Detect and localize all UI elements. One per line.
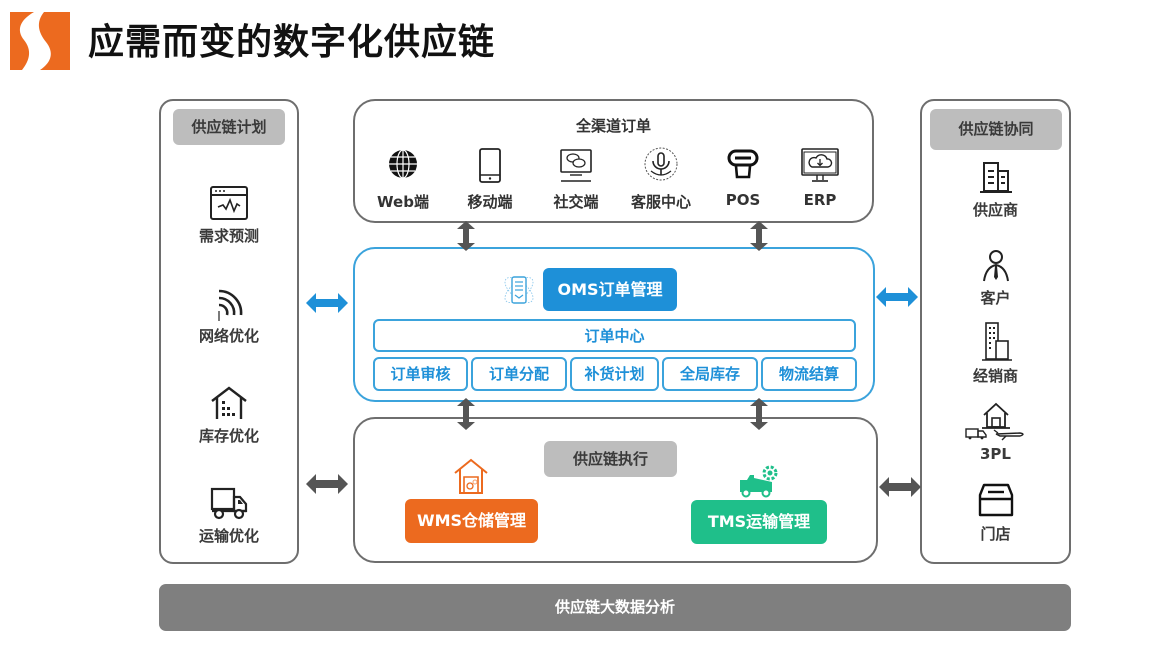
double-arrow-horizontal-blue-icon xyxy=(306,293,348,313)
logistics-house-vehicles-icon xyxy=(964,402,1024,441)
collab-item-label: 3PL xyxy=(980,445,1011,463)
collab-item-label: 供应商 xyxy=(972,201,1018,219)
plan-item-label: 需求预测 xyxy=(198,227,259,245)
double-arrow-vertical-icon xyxy=(750,398,768,430)
collab-item-distributor[interactable]: 经销商 xyxy=(922,321,1069,386)
oms-module-order-allocation[interactable]: 订单分配 xyxy=(471,357,567,391)
channel-label: 移动端 xyxy=(467,193,513,211)
oms-panel: OMS订单管理 订单中心 订单审核 订单分配 补货计划 全局库存 物流结算 xyxy=(353,247,875,402)
cloud-monitor-icon xyxy=(801,148,839,182)
collab-item-3pl[interactable]: 3PL xyxy=(922,401,1069,463)
warehouse-boxes-icon xyxy=(211,386,247,419)
collab-item-store[interactable]: 门店 xyxy=(922,481,1069,544)
order-document-orbit-icon xyxy=(504,276,534,304)
channels-title: 全渠道订单 xyxy=(575,117,651,135)
channel-social[interactable]: 社交端 xyxy=(533,147,619,212)
wms-warehouse-management-button[interactable]: WMS仓储管理 xyxy=(405,499,538,543)
collab-item-label: 经销商 xyxy=(972,367,1018,385)
store-box-icon xyxy=(978,483,1013,517)
order-center-box[interactable]: 订单中心 xyxy=(373,319,856,352)
supply-chain-planning-panel: 供应链计划 需求预测 网络优化 库存优化 xyxy=(159,99,299,564)
double-arrow-vertical-icon xyxy=(457,221,475,251)
double-arrow-horizontal-gray-icon xyxy=(306,474,348,494)
double-arrow-vertical-icon xyxy=(750,221,768,251)
channel-label: 社交端 xyxy=(553,193,599,211)
omnichannel-orders-panel: 全渠道订单 Web端 移动端 社交端 xyxy=(353,99,874,223)
channel-erp[interactable]: ERP xyxy=(777,147,863,209)
tablet-icon xyxy=(479,148,501,183)
signal-wave-icon xyxy=(218,289,243,321)
plan-item-inventory-optimization[interactable]: 库存优化 xyxy=(161,385,297,446)
truck-gear-icon xyxy=(740,465,778,498)
channel-mobile[interactable]: 移动端 xyxy=(447,147,533,212)
channel-label: Web端 xyxy=(377,193,429,211)
plan-item-transport-optimization[interactable]: 运输优化 xyxy=(161,485,297,546)
plan-item-label: 网络优化 xyxy=(198,327,259,345)
supply-chain-collaboration-panel: 供应链协同 供应商 客户 xyxy=(920,99,1071,564)
oms-module-global-inventory[interactable]: 全局库存 xyxy=(662,357,758,391)
browser-pulse-icon xyxy=(210,186,248,220)
oms-module-replenishment-plan[interactable]: 补货计划 xyxy=(570,357,659,391)
channel-web[interactable]: Web端 xyxy=(360,147,446,212)
brand-logo-icon xyxy=(10,12,70,70)
collaboration-tag: 供应链协同 xyxy=(930,109,1062,150)
channel-label: 客服中心 xyxy=(630,193,691,211)
collab-item-customer[interactable]: 客户 xyxy=(922,249,1069,308)
double-arrow-horizontal-gray-icon xyxy=(879,477,921,497)
globe-icon xyxy=(389,149,417,179)
big-data-analytics-bar[interactable]: 供应链大数据分析 xyxy=(159,584,1071,631)
pos-scanner-icon xyxy=(727,149,759,179)
plan-item-network-optimization[interactable]: 网络优化 xyxy=(161,285,297,346)
channel-label: ERP xyxy=(803,191,837,209)
tms-transport-management-button[interactable]: TMS运输管理 xyxy=(691,500,827,544)
oms-module-order-review[interactable]: 订单审核 xyxy=(373,357,468,391)
collab-item-supplier[interactable]: 供应商 xyxy=(922,159,1069,220)
plan-item-label: 库存优化 xyxy=(198,427,259,445)
office-building-icon xyxy=(981,322,1012,361)
oms-module-logistics-settlement[interactable]: 物流结算 xyxy=(761,357,857,391)
channel-label: POS xyxy=(725,191,761,209)
supply-chain-execution-panel: 供应链执行 WMS仓储管理 TMS运输管理 xyxy=(353,417,878,563)
collab-item-label: 客户 xyxy=(980,289,1011,307)
microphone-icon xyxy=(644,147,678,181)
chat-monitor-icon xyxy=(560,149,592,182)
warehouse-gear-icon xyxy=(454,458,488,494)
execution-tag: 供应链执行 xyxy=(544,441,677,477)
double-arrow-horizontal-blue-icon xyxy=(876,287,918,307)
page-title: 应需而变的数字化供应链 xyxy=(88,22,496,63)
double-arrow-vertical-icon xyxy=(457,398,475,430)
buildings-icon xyxy=(979,162,1012,193)
channel-pos[interactable]: POS xyxy=(700,147,786,209)
plan-item-demand-forecast[interactable]: 需求预测 xyxy=(161,185,297,246)
oms-order-management-button[interactable]: OMS订单管理 xyxy=(543,268,677,311)
collab-item-label: 门店 xyxy=(980,525,1011,543)
channel-service-center[interactable]: 客服中心 xyxy=(618,147,704,212)
planning-tag: 供应链计划 xyxy=(173,109,285,145)
plan-item-label: 运输优化 xyxy=(198,527,259,545)
truck-icon xyxy=(210,487,248,520)
person-tie-icon xyxy=(982,250,1009,282)
